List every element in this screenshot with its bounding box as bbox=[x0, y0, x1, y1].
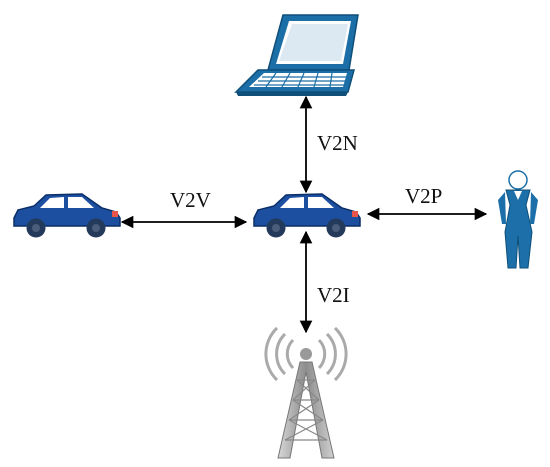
v2v-label: V2V bbox=[170, 188, 211, 212]
pedestrian-icon bbox=[498, 170, 538, 269]
laptop-icon bbox=[234, 14, 359, 96]
v2i-label: V2I bbox=[317, 283, 350, 307]
v2n-label: V2N bbox=[317, 131, 358, 155]
v2p-label: V2P bbox=[405, 184, 442, 208]
center-vehicle-icon bbox=[253, 193, 361, 238]
cell-tower-icon bbox=[264, 326, 348, 459]
left-vehicle-icon bbox=[13, 193, 121, 238]
